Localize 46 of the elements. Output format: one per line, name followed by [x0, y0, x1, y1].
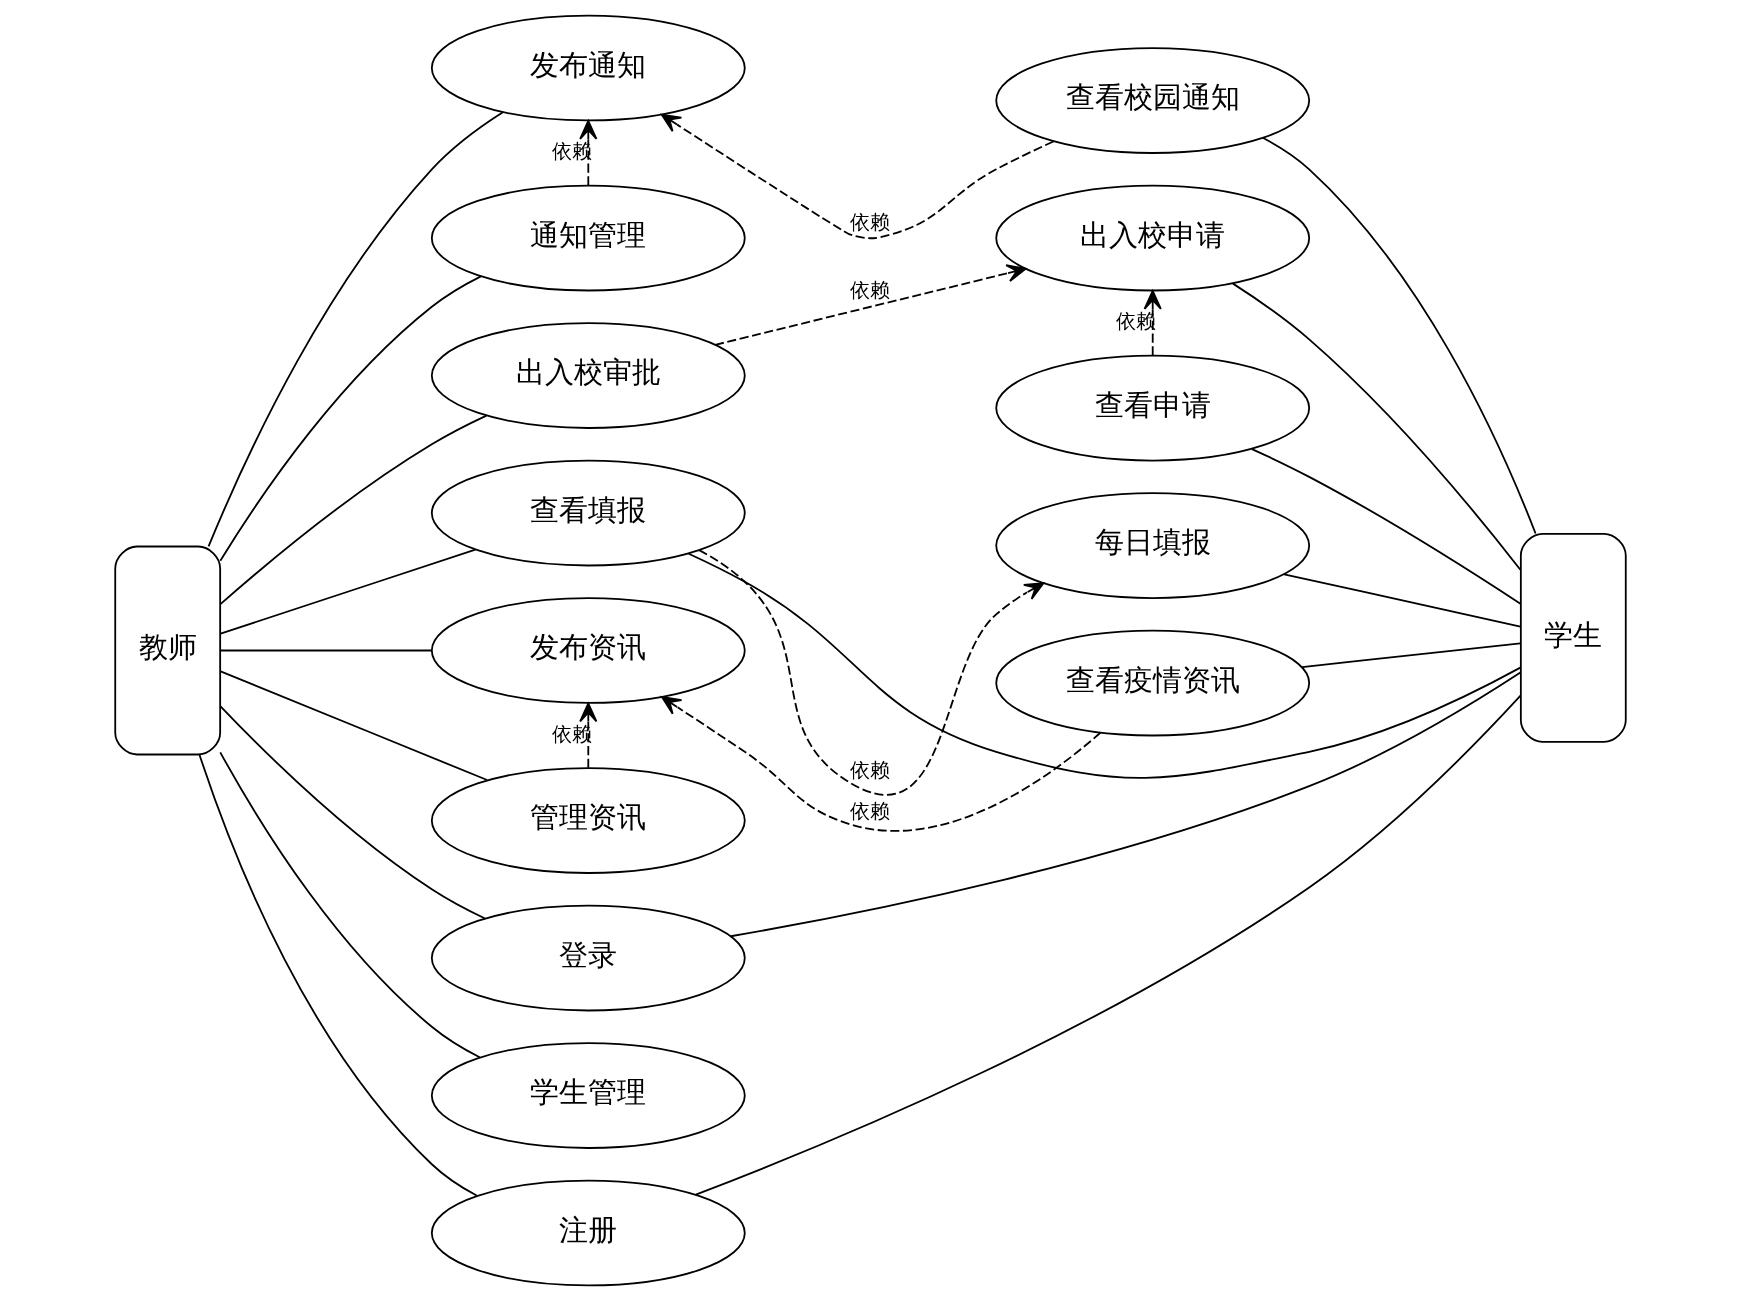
node-ellipse: 学生管理: [430, 1042, 746, 1149]
arrow: [1143, 290, 1162, 357]
connector: [1283, 573, 1522, 628]
connector: [694, 694, 1522, 1196]
connector: [219, 705, 486, 920]
node-ellipse: 查看填报: [430, 459, 746, 567]
arrow: [661, 696, 1102, 832]
connector: [219, 548, 477, 635]
node-ellipse: 查看疫情资讯: [995, 629, 1311, 737]
arrow: [579, 119, 598, 187]
edge-label: 依赖: [850, 210, 891, 234]
connector: [219, 275, 482, 562]
node-box: 教师: [114, 545, 222, 756]
edge-label: 依赖: [850, 279, 891, 303]
node-ellipse: 查看校园通知: [995, 47, 1311, 154]
arrow: [714, 264, 1027, 346]
node-ellipse: 出入校申请: [995, 184, 1311, 292]
node-ellipse: 管理资讯: [430, 767, 746, 874]
connector: [1301, 642, 1522, 668]
connector: [219, 751, 481, 1059]
edge-label: 依赖: [850, 758, 891, 782]
connector: [219, 414, 488, 606]
node-ellipse: 查看申请: [995, 354, 1311, 462]
node-ellipse: 出入校审批: [430, 322, 746, 429]
node-ellipse: 登录: [430, 904, 746, 1012]
connector: [219, 649, 433, 652]
connector: [1262, 137, 1537, 535]
arrow: [579, 702, 598, 769]
edge-label: 依赖: [552, 722, 593, 746]
connector: [207, 111, 504, 548]
edge-label: 依赖: [1116, 310, 1157, 334]
node-ellipse: 注册: [430, 1179, 746, 1287]
connector: [1232, 282, 1522, 571]
connector: [198, 754, 478, 1197]
edge-label: 依赖: [552, 140, 593, 164]
arrow: [698, 549, 1045, 796]
node-ellipse: 发布资讯: [430, 597, 746, 704]
arrow: [660, 113, 1055, 240]
node-ellipse: 发布通知: [430, 14, 746, 122]
connector: [1251, 448, 1522, 605]
connector: [729, 671, 1522, 938]
edge-label: 依赖: [850, 800, 891, 824]
node-ellipse: 通知管理: [430, 184, 746, 292]
node-box: 学生: [1519, 532, 1627, 743]
connector: [219, 670, 489, 781]
connector: [687, 552, 1522, 779]
